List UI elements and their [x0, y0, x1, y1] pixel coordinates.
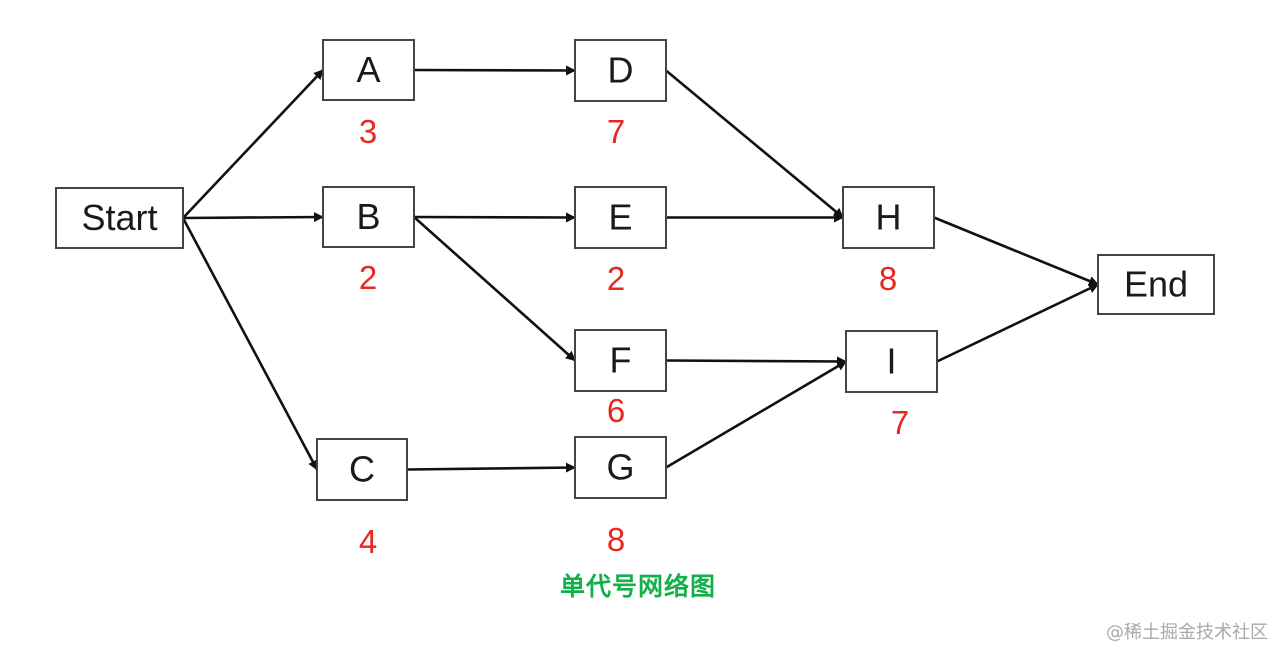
node-label-f: F [610, 340, 632, 381]
duration-f: 6 [607, 392, 625, 429]
node-e: E [574, 186, 667, 249]
edge-b-f [413, 216, 576, 362]
node-label-e: E [608, 197, 632, 238]
edge-c-g [406, 462, 576, 473]
node-label-start: Start [81, 197, 157, 238]
node-label-i: I [886, 341, 896, 382]
edge-g-i [665, 360, 847, 469]
node-label-end: End [1124, 264, 1188, 305]
edge-h-end [933, 216, 1099, 286]
duration-a: 3 [359, 113, 377, 150]
diagram-caption: 单代号网络图 [559, 572, 716, 601]
node-g: G [574, 436, 667, 499]
edge-f-i [665, 356, 847, 367]
duration-e: 2 [607, 260, 625, 297]
node-box-e [574, 186, 667, 249]
duration-h: 8 [879, 260, 897, 297]
node-label-b: B [356, 196, 380, 237]
edges [181, 65, 1099, 473]
node-label-d: D [608, 50, 634, 91]
node-end: End [1097, 254, 1215, 315]
duration-b: 2 [359, 259, 377, 296]
node-h: H [842, 186, 935, 249]
node-b: B [322, 186, 415, 248]
nodes: Start A B C D E F G H I End [55, 39, 1215, 501]
duration-d: 7 [607, 113, 625, 150]
node-label-g: G [606, 447, 634, 488]
node-i: I [845, 330, 938, 393]
node-label-h: H [876, 197, 902, 238]
node-box-g [574, 436, 667, 499]
node-f: F [574, 329, 667, 392]
edge-d-h [665, 69, 844, 219]
duration-i: 7 [891, 404, 909, 441]
node-c: C [316, 438, 408, 501]
node-box-h [842, 186, 935, 249]
duration-c: 4 [359, 523, 377, 560]
watermark: @稀土掘金技术社区 [1106, 622, 1268, 643]
node-label-a: A [356, 49, 380, 90]
node-box-start [55, 187, 184, 249]
node-box-c [316, 438, 408, 501]
node-box-f [574, 329, 667, 392]
edge-b-e [413, 212, 576, 223]
node-box-i [845, 330, 938, 393]
node-start: Start [55, 187, 184, 249]
durations: 3 2 4 7 2 6 8 8 7 [359, 113, 909, 560]
node-box-a [322, 39, 415, 101]
edge-start-a [182, 69, 324, 219]
node-box-d [574, 39, 667, 102]
edge-i-end [936, 283, 1099, 363]
node-box-b [322, 186, 415, 248]
node-a: A [322, 39, 415, 101]
node-d: D [574, 39, 667, 102]
node-box-end [1097, 254, 1215, 315]
edge-start-b [182, 212, 324, 223]
edge-a-d [413, 65, 576, 76]
node-label-c: C [349, 449, 375, 490]
edge-start-c [181, 217, 319, 471]
duration-g: 8 [607, 521, 625, 558]
